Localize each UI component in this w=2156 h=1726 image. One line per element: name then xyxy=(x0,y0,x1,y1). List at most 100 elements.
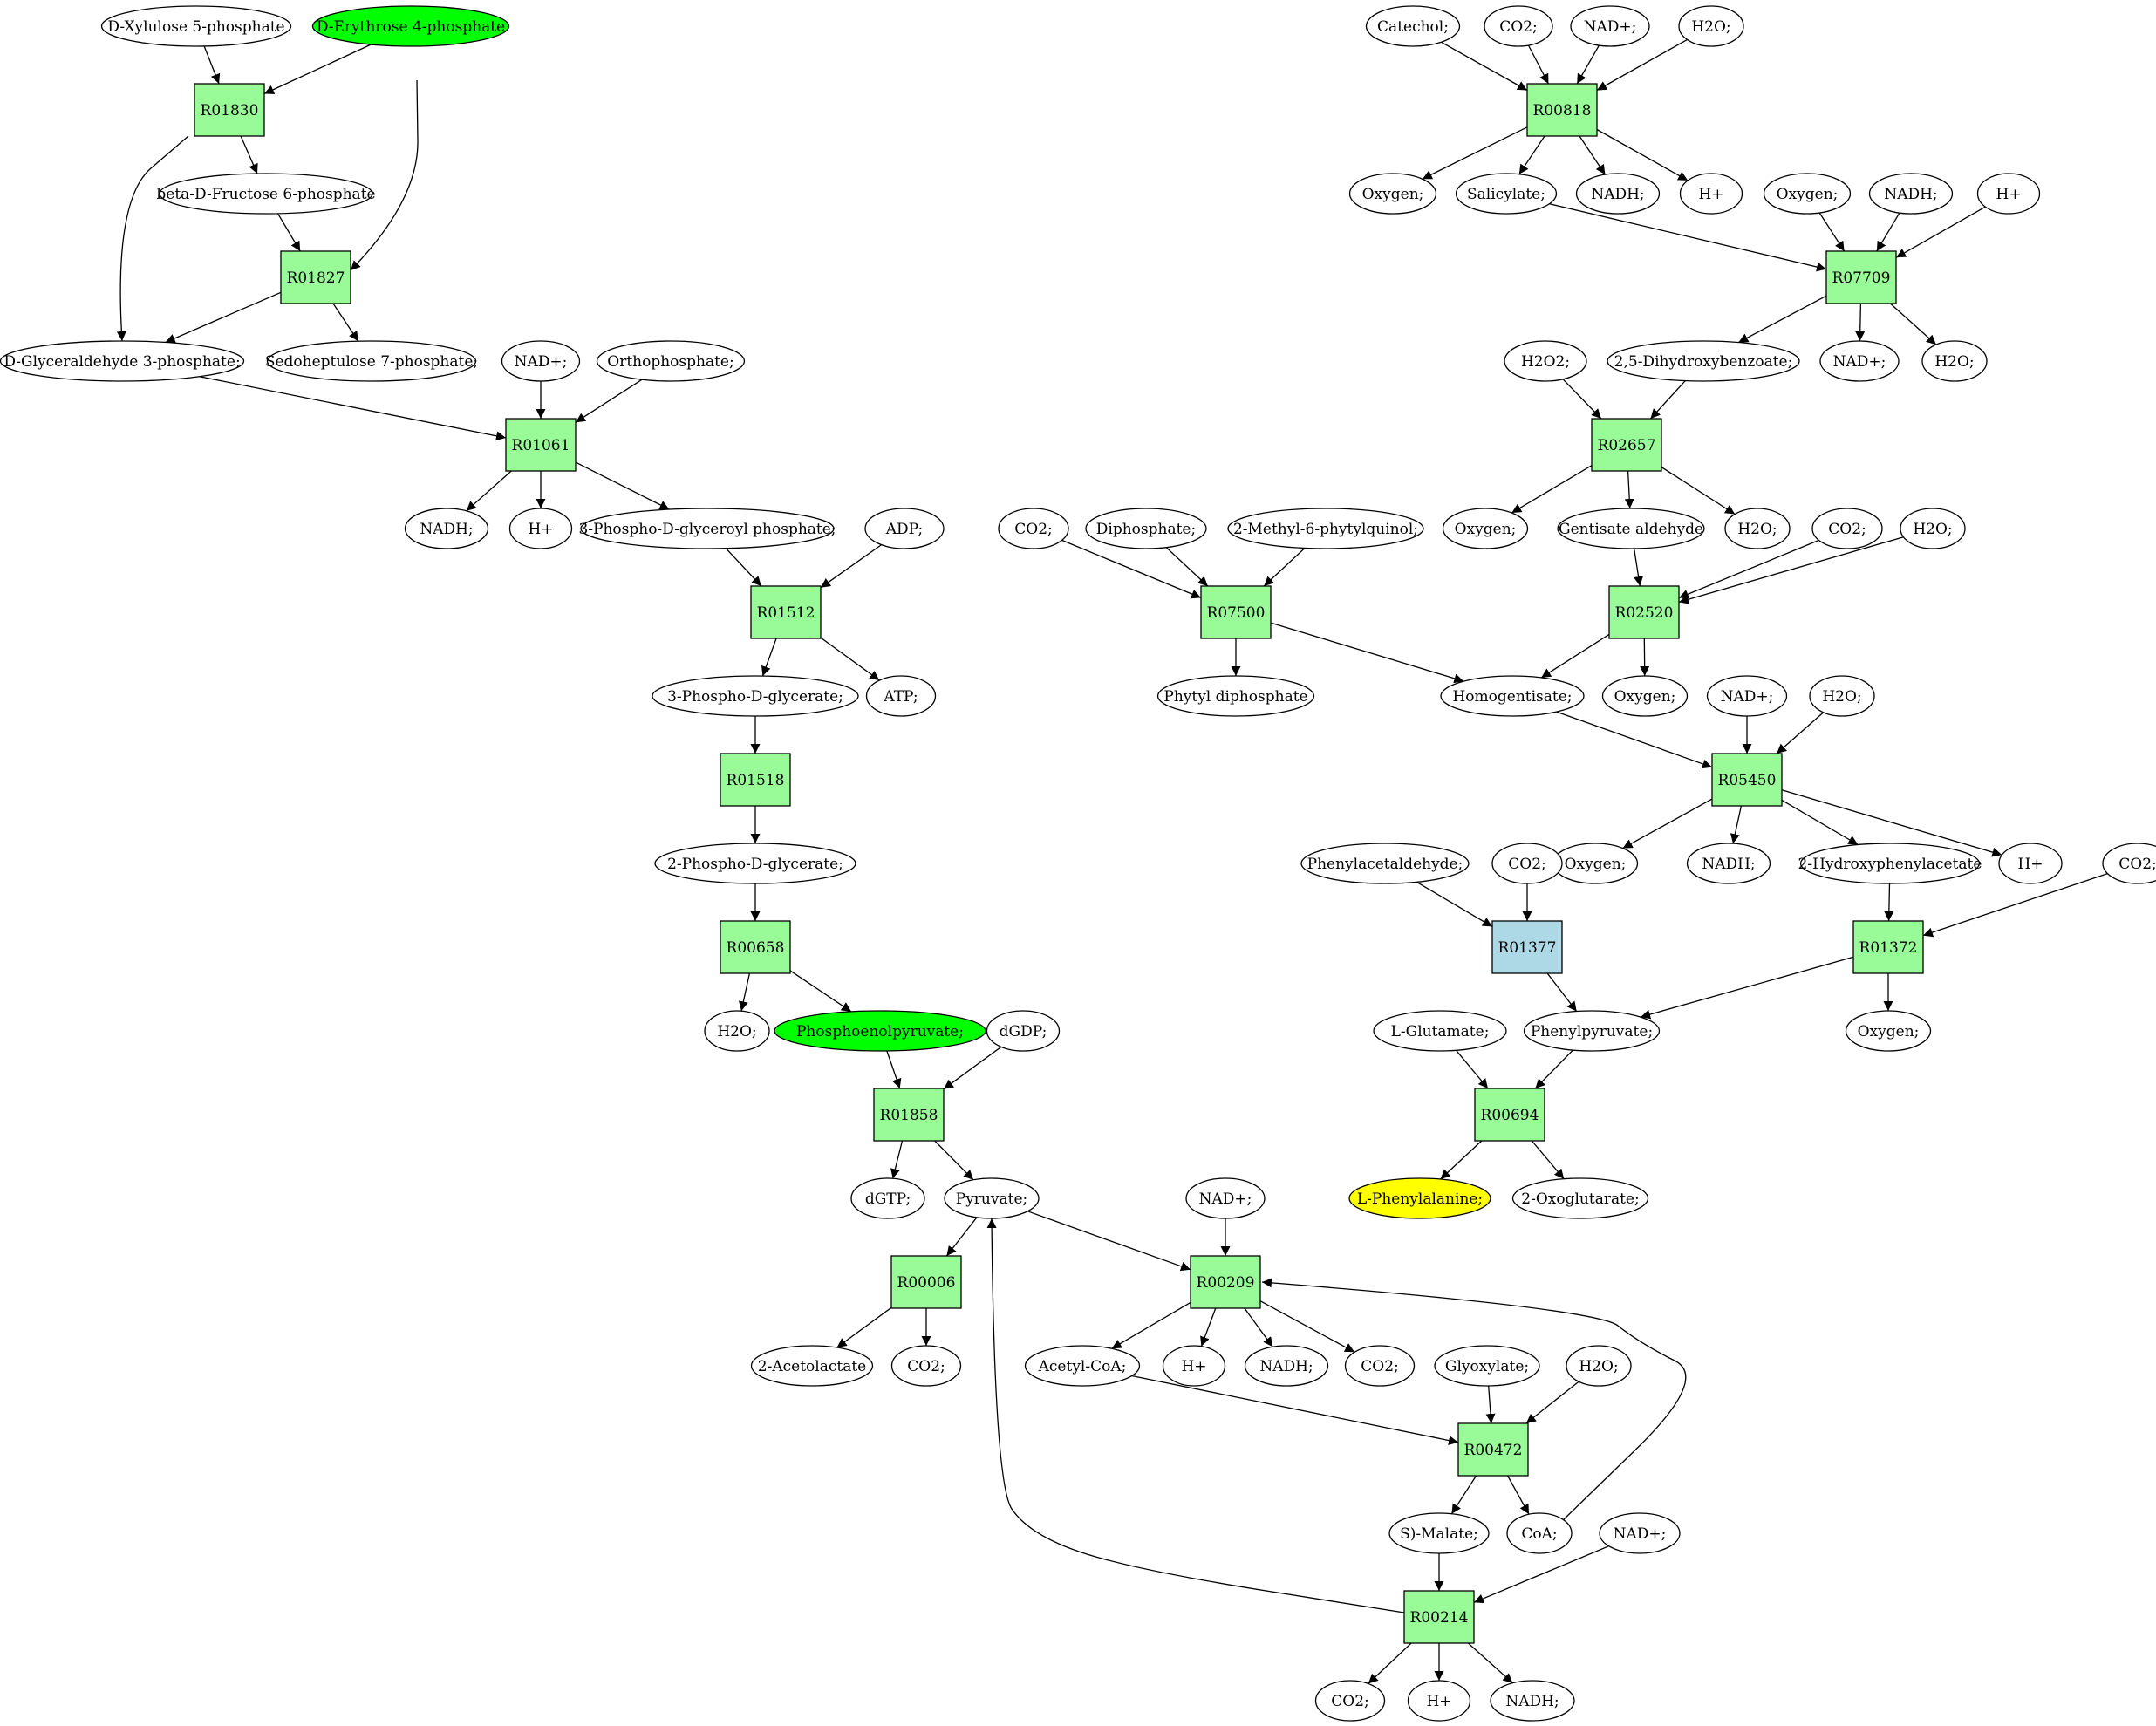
reaction-node-r00658[interactable]: R00658 xyxy=(720,920,791,974)
compound-node-g3p[interactable]: D-Glyceraldehyde 3-phosphate; xyxy=(0,340,245,382)
compound-node-oxygen-c[interactable]: Oxygen; xyxy=(1442,508,1529,549)
compound-node-3pglyceroylp[interactable]: 3-Phospho-D-glyceroyl phosphate; xyxy=(578,508,836,549)
compound-node-oxygen-d[interactable]: Oxygen; xyxy=(1601,675,1689,717)
reaction-node-r05450[interactable]: R05450 xyxy=(1711,753,1783,807)
compound-node-phytyldp[interactable]: Phytyl diphosphate xyxy=(1156,675,1315,717)
reaction-node-r01830[interactable]: R01830 xyxy=(194,83,265,137)
compound-node-pep[interactable]: Phosphoenolpyruvate; xyxy=(774,1010,986,1052)
compound-node-h2o2[interactable]: H2O2; xyxy=(1504,340,1587,382)
compound-node-orthophosphate[interactable]: Orthophosphate; xyxy=(596,340,746,382)
compound-node-hplus-f[interactable]: H+ xyxy=(1998,843,2063,884)
compound-node-h2o-d[interactable]: H2O; xyxy=(1921,340,1988,382)
compound-node-dhb[interactable]: 2,5-Dihydroxybenzoate; xyxy=(1607,340,1800,382)
compound-node-pyruvate[interactable]: Pyruvate; xyxy=(944,1177,1040,1219)
compound-node-nadp-c[interactable]: NAD+; xyxy=(1599,1512,1681,1554)
compound-node-nadh-d[interactable]: NADH; xyxy=(1575,173,1661,215)
reaction-node-r00214[interactable]: R00214 xyxy=(1403,1590,1475,1644)
compound-node-phenylacetaldehyde[interactable]: Phenylacetaldehyde; xyxy=(1300,843,1470,884)
reaction-node-r07709[interactable]: R07709 xyxy=(1825,250,1897,304)
compound-node-phenylpyruvate[interactable]: Phenylpyruvate; xyxy=(1523,1010,1661,1052)
compound-node-nadp-f[interactable]: NAD+; xyxy=(1706,675,1788,717)
compound-node-oxygen-e[interactable]: Oxygen; xyxy=(1552,843,1639,884)
compound-ellipse xyxy=(404,508,489,549)
compound-node-3pglycerate[interactable]: 3-Phospho-D-glycerate; xyxy=(652,675,859,717)
compound-node-co2-a[interactable]: CO2; xyxy=(890,1345,962,1387)
compound-node-2pglycerate[interactable]: 2-Phospho-D-glycerate; xyxy=(654,843,856,884)
compound-label: CO2; xyxy=(1361,1358,1399,1375)
reaction-node-r01858[interactable]: R01858 xyxy=(873,1088,945,1142)
reaction-node-r01372[interactable]: R01372 xyxy=(1852,920,1924,974)
compound-node-h2o-b[interactable]: H2O; xyxy=(1566,1345,1632,1387)
reaction-node-r07500[interactable]: R07500 xyxy=(1200,585,1272,639)
compound-node-lglutamate[interactable]: L-Glutamate; xyxy=(1373,1010,1507,1052)
compound-node-gentisate-ald[interactable]: Gentisate aldehyde xyxy=(1557,508,1705,549)
compound-node-erythrose4p[interactable]: D-Erythrose 4-phosphate xyxy=(311,5,510,47)
compound-node-hplus-a[interactable]: H+ xyxy=(508,508,573,549)
compound-ellipse xyxy=(1365,5,1461,47)
compound-node-atp[interactable]: ATP; xyxy=(865,675,937,717)
compound-node-coa[interactable]: CoA; xyxy=(1506,1512,1573,1554)
compound-node-xylulose5p[interactable]: D-Xylulose 5-phosphate xyxy=(100,5,292,47)
compound-node-nadp-e[interactable]: NAD+; xyxy=(1819,340,1900,382)
compound-node-homogentisate[interactable]: Homogentisate; xyxy=(1440,675,1585,717)
compound-node-nadh-f[interactable]: NADH; xyxy=(1686,843,1771,884)
compound-node-co2-c[interactable]: CO2; xyxy=(1314,1680,1386,1722)
compound-node-diphosphate[interactable]: Diphosphate; xyxy=(1085,508,1207,549)
compound-node-oxygen-f[interactable]: Oxygen; xyxy=(1845,1010,1932,1052)
compound-node-nadh-a[interactable]: NADH; xyxy=(404,508,489,549)
reaction-node-r02657[interactable]: R02657 xyxy=(1591,418,1662,472)
compound-node-hplus-b[interactable]: H+ xyxy=(1162,1345,1226,1387)
compound-node-2hpa[interactable]: 2-Hydroxyphenylacetate xyxy=(1798,843,1982,884)
compound-node-co2-g[interactable]: CO2; xyxy=(1491,843,1563,884)
compound-node-dgtp[interactable]: dGTP; xyxy=(850,1177,925,1219)
compound-node-nadp-b[interactable]: NAD+; xyxy=(1185,1177,1266,1219)
compound-node-glyoxylate[interactable]: Glyoxylate; xyxy=(1434,1345,1540,1387)
compound-node-co2-f[interactable]: CO2; xyxy=(1811,508,1883,549)
compound-node-co2-e[interactable]: CO2; xyxy=(998,508,1069,549)
reaction-box xyxy=(1711,753,1783,807)
compound-node-acetylcoa[interactable]: Acetyl-CoA; xyxy=(1024,1345,1141,1387)
compound-node-nadh-c[interactable]: NADH; xyxy=(1490,1680,1575,1722)
compound-node-oxygen-a[interactable]: Oxygen; xyxy=(1348,173,1437,215)
compound-node-h2o-g[interactable]: H2O; xyxy=(1809,675,1875,717)
compound-node-nadh-e[interactable]: NADH; xyxy=(1868,173,1954,215)
reaction-node-r01061[interactable]: R01061 xyxy=(505,418,577,472)
edge-r-R01858-to-c-pyruvate xyxy=(934,1140,974,1181)
compound-node-2oxoglutarate[interactable]: 2-Oxoglutarate; xyxy=(1511,1177,1649,1219)
compound-node-sedoheptulose7p[interactable]: Sedoheptulose 7-phosphate; xyxy=(265,340,478,382)
compound-node-h2o-e[interactable]: H2O; xyxy=(1724,508,1791,549)
compound-node-salicylate[interactable]: Salicylate; xyxy=(1455,173,1558,215)
compound-node-hplus-c[interactable]: H+ xyxy=(1407,1680,1471,1722)
reaction-node-r00006[interactable]: R00006 xyxy=(890,1255,962,1309)
reaction-node-r01377[interactable]: R01377 xyxy=(1491,920,1563,974)
compound-node-lphe[interactable]: L-Phenylalanine; xyxy=(1348,1177,1491,1219)
reaction-node-r00472[interactable]: R00472 xyxy=(1457,1422,1529,1477)
reaction-node-r02520[interactable]: R02520 xyxy=(1608,585,1680,639)
compound-node-nadp-d[interactable]: NAD+; xyxy=(1570,5,1650,47)
compound-node-co2-h[interactable]: CO2; xyxy=(2102,843,2156,884)
compound-node-adp[interactable]: ADP; xyxy=(864,508,945,549)
compound-node-dgdp[interactable]: dGDP; xyxy=(986,1010,1061,1052)
compound-node-co2-b[interactable]: CO2; xyxy=(1344,1345,1416,1387)
compound-ellipse xyxy=(596,340,746,382)
compound-node-methylphytylquinol[interactable]: 2-Methyl-6-phytylquinol; xyxy=(1227,508,1424,549)
reaction-node-r00818[interactable]: R00818 xyxy=(1526,83,1598,137)
compound-node-h2o-c[interactable]: H2O; xyxy=(1678,5,1744,47)
reaction-node-r01512[interactable]: R01512 xyxy=(750,585,822,639)
compound-node-smalate[interactable]: S)-Malate; xyxy=(1388,1512,1490,1554)
reaction-node-r01827[interactable]: R01827 xyxy=(280,250,351,304)
compound-node-acetolactate[interactable]: 2-Acetolactate xyxy=(750,1345,874,1387)
compound-node-h2o-f[interactable]: H2O; xyxy=(1900,508,1966,549)
compound-node-oxygen-b[interactable]: Oxygen; xyxy=(1763,173,1852,215)
compound-node-h2o-a[interactable]: H2O; xyxy=(704,1010,770,1052)
compound-node-co2-d[interactable]: CO2; xyxy=(1484,5,1553,47)
reaction-node-r01518[interactable]: R01518 xyxy=(720,753,791,807)
compound-node-hplus-d[interactable]: H+ xyxy=(1679,173,1743,215)
compound-node-nadh-b[interactable]: NADH; xyxy=(1244,1345,1329,1387)
compound-node-betafructose6p[interactable]: beta-D-Fructose 6-phosphate xyxy=(156,173,376,215)
reaction-node-r00694[interactable]: R00694 xyxy=(1474,1088,1545,1142)
reaction-node-r00209[interactable]: R00209 xyxy=(1190,1255,1261,1309)
compound-node-hplus-e[interactable]: H+ xyxy=(1976,173,2041,215)
compound-node-catechol[interactable]: Catechol; xyxy=(1365,5,1461,47)
compound-node-nadp-a[interactable]: NAD+; xyxy=(501,340,581,382)
